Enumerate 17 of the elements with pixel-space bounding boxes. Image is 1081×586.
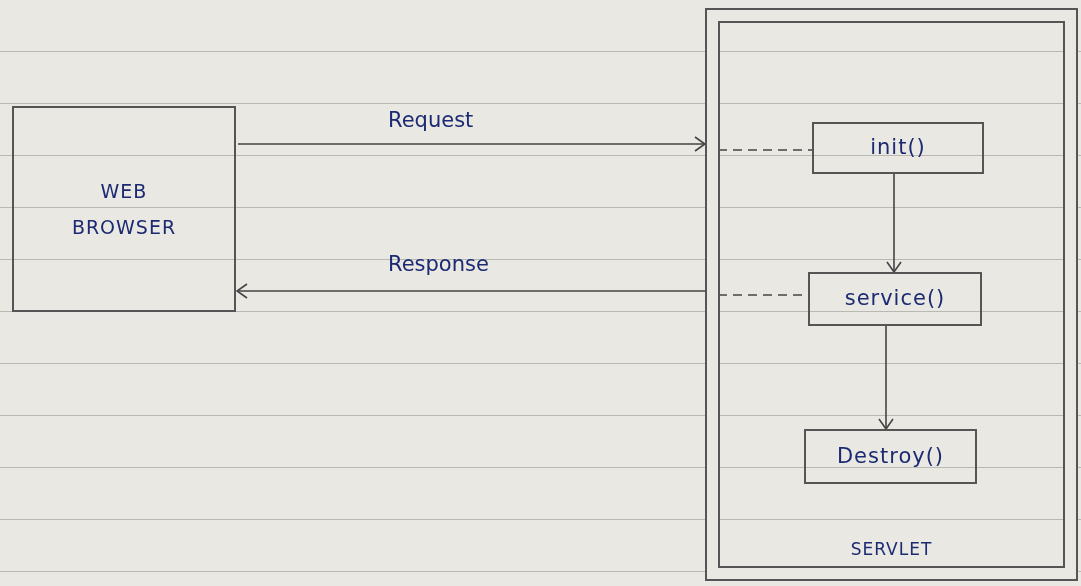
box-label: init() — [869, 134, 927, 162]
edge-label: Request — [388, 108, 474, 132]
dashed-connector — [717, 149, 813, 151]
arrow — [236, 283, 706, 299]
edge-label: Response — [388, 252, 489, 276]
box-label: Destroy() — [835, 442, 946, 470]
box-label: service() — [843, 285, 947, 313]
servlet-frame — [705, 8, 1078, 581]
arrow — [886, 173, 902, 273]
box-label: WEB BROWSER — [70, 178, 178, 240]
servlet-label: SERVLET — [849, 537, 934, 561]
arrow — [878, 325, 894, 430]
arrow — [237, 136, 706, 152]
method-box — [808, 272, 982, 326]
method-box — [812, 122, 984, 174]
method-box — [804, 429, 977, 484]
browser-box — [12, 106, 236, 312]
